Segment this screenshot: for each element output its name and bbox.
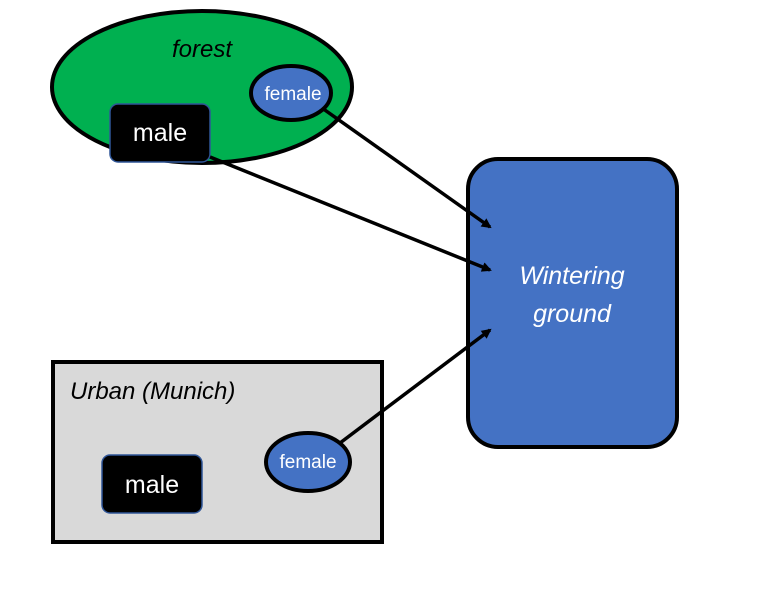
arrow-urban-female-to-wintering bbox=[338, 328, 492, 445]
urban-female-label: female bbox=[279, 452, 336, 473]
forest-male-node: male bbox=[109, 103, 211, 163]
arrow-forest-male-to-wintering bbox=[209, 155, 492, 272]
wintering-line2: ground bbox=[533, 300, 612, 328]
wintering-line1: Wintering bbox=[519, 262, 624, 290]
urban-male-label: male bbox=[125, 471, 179, 499]
wintering-ground-node: Wintering ground bbox=[466, 157, 679, 449]
forest-female-node: female bbox=[249, 64, 333, 122]
forest-label: forest bbox=[172, 36, 233, 63]
forest-female-label: female bbox=[264, 84, 321, 105]
urban-label: Urban (Munich) bbox=[70, 378, 235, 405]
arrow-forest-female-to-wintering bbox=[320, 106, 492, 229]
urban-male-node: male bbox=[101, 454, 203, 514]
forest-male-label: male bbox=[133, 119, 187, 147]
urban-female-node: female bbox=[264, 431, 352, 493]
